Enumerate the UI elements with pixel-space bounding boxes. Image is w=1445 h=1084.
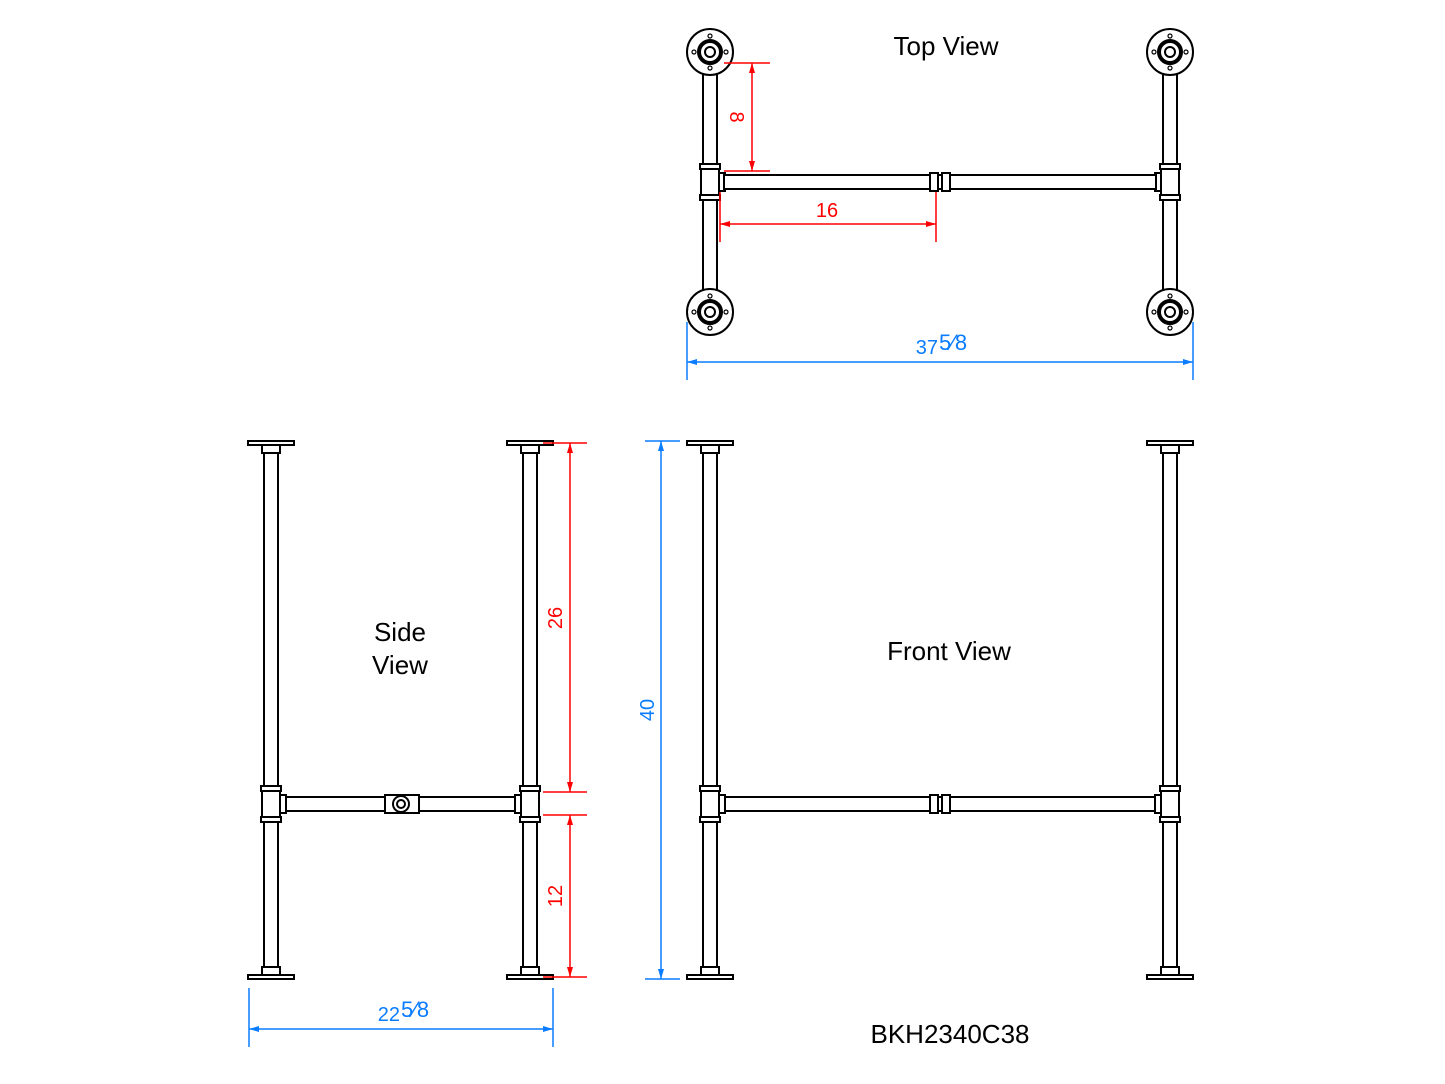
tee-fitting xyxy=(700,788,720,820)
pipe-parts xyxy=(247,28,1194,980)
tee-ring xyxy=(1159,163,1181,170)
tee-ring xyxy=(260,816,282,823)
dim-top-half-span: 16 xyxy=(816,200,838,222)
tee-fitting xyxy=(700,166,720,198)
flange-collar xyxy=(520,966,540,976)
tee-fitting xyxy=(261,788,281,820)
tee-ring xyxy=(1159,194,1181,201)
flange-collar xyxy=(700,966,720,976)
dimension-arrowhead xyxy=(720,221,730,227)
coupling xyxy=(941,172,951,192)
dim-width-whole: 37 xyxy=(916,337,938,359)
vertical-pipe xyxy=(1162,444,1178,976)
tee-ring xyxy=(699,194,721,201)
flange-collar xyxy=(520,444,540,454)
tee-ring xyxy=(1159,816,1181,823)
flange-collar xyxy=(1160,966,1180,976)
dim-upper-leg: 26 xyxy=(545,607,567,629)
tee-ring xyxy=(1154,794,1162,814)
flange-bolt-hole xyxy=(723,49,729,55)
top-view-label: Top View xyxy=(893,31,998,61)
tee-ring xyxy=(519,785,541,792)
vertical-pipe xyxy=(263,444,279,976)
flange-bore xyxy=(1164,306,1176,318)
model-number: BKH2340C38 xyxy=(871,1019,1030,1049)
tee-ring xyxy=(260,785,282,792)
flange-bore xyxy=(1164,46,1176,58)
tee-ring xyxy=(699,785,721,792)
tee-ring xyxy=(699,163,721,170)
cross-tee-bore xyxy=(396,799,406,809)
horizontal-pipe xyxy=(721,796,1159,812)
dimension-arrowhead xyxy=(567,782,573,792)
dim-depth-whole: 22 xyxy=(378,1004,400,1026)
flange-bolt-hole xyxy=(707,65,713,71)
vertical-pipe xyxy=(522,444,538,976)
front-view-label: Front View xyxy=(887,636,1011,666)
flange-bolt-hole xyxy=(707,33,713,39)
tee-fitting xyxy=(1160,788,1180,820)
tee-fitting xyxy=(1160,166,1180,198)
tee-ring xyxy=(699,816,721,823)
tee-ring xyxy=(718,794,726,814)
flange-bolt-hole xyxy=(1167,33,1173,39)
flange-bolt-hole xyxy=(1151,309,1157,315)
flange-bore xyxy=(704,46,716,58)
dim-top-offset: 8 xyxy=(725,111,747,122)
dimension-arrowhead xyxy=(749,63,755,73)
tee-ring xyxy=(519,816,541,823)
dimension-lines xyxy=(248,62,1194,1047)
flange-bolt-hole xyxy=(707,325,713,331)
horizontal-pipe xyxy=(723,174,1157,190)
dimension-arrowhead xyxy=(543,1026,553,1032)
flange-collar xyxy=(261,966,281,976)
dimension-arrowhead xyxy=(567,815,573,825)
dimension-arrowhead xyxy=(1183,359,1193,365)
flange-bolt-hole xyxy=(1167,65,1173,71)
tee-ring xyxy=(279,794,287,814)
dimension-arrowhead xyxy=(687,359,697,365)
coupling xyxy=(941,794,951,814)
flange-collar xyxy=(700,444,720,454)
dim-width-fraction: 5⁄8 xyxy=(939,330,967,355)
dimension-arrowhead xyxy=(567,443,573,453)
flange-bolt-hole xyxy=(723,309,729,315)
flange-bolt-hole xyxy=(1183,309,1189,315)
dimension-arrowhead xyxy=(658,441,664,451)
flange-bolt-hole xyxy=(707,293,713,299)
side-view-label-line1: Side xyxy=(374,617,426,647)
flange-bolt-hole xyxy=(1183,49,1189,55)
dimension-arrowhead xyxy=(567,967,573,977)
coupling xyxy=(929,172,939,192)
flange-bore xyxy=(704,306,716,318)
dimension-arrowhead xyxy=(658,969,664,979)
flange-bolt-hole xyxy=(1167,325,1173,331)
dimension-arrowhead xyxy=(926,221,936,227)
coupling xyxy=(929,794,939,814)
dim-lower-leg: 12 xyxy=(545,885,567,907)
flange-bolt-hole xyxy=(1151,49,1157,55)
flange-collar xyxy=(1160,444,1180,454)
dimension-arrowhead xyxy=(249,1026,259,1032)
flange-bolt-hole xyxy=(1167,293,1173,299)
flange-collar xyxy=(261,444,281,454)
dim-height: 40 xyxy=(637,699,659,721)
dimension-arrowhead xyxy=(749,161,755,171)
tee-fitting xyxy=(520,788,540,820)
flange-bolt-hole xyxy=(691,49,697,55)
flange-bolt-hole xyxy=(691,309,697,315)
dim-depth-fraction: 5⁄8 xyxy=(401,997,429,1022)
tee-ring xyxy=(514,794,522,814)
side-view-label-line2: View xyxy=(372,650,428,680)
tee-ring xyxy=(1159,785,1181,792)
vertical-pipe xyxy=(702,444,718,976)
